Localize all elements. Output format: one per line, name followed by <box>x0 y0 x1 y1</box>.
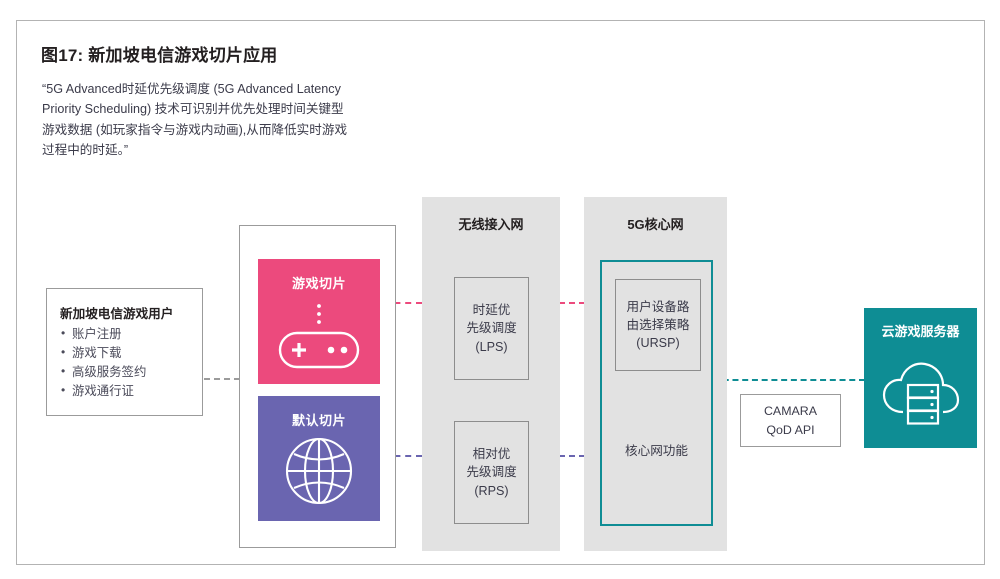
ursp-line-1: 用户设备路 <box>626 299 690 314</box>
user-box-title: 新加坡电信游戏用户 <box>60 307 174 321</box>
rps-box: 相对优 先级调度 (RPS) <box>454 421 529 524</box>
default-slice-label: 默认切片 <box>291 413 346 428</box>
default-slice-card: 默认切片 <box>258 396 380 521</box>
game-slice-card: 游戏切片 <box>258 259 380 384</box>
lps-line-2: 先级调度 <box>466 321 517 336</box>
core-network-column: 5G核心网 用户设备路 由选择策略 (URSP) 核心网功能 <box>584 197 727 551</box>
list-item: 游戏通行证 <box>60 381 189 401</box>
cloud-game-server-title: 云游戏服务器 <box>881 324 960 339</box>
globe-icon <box>284 436 354 511</box>
ursp-line-2: 由选择策略 <box>626 317 690 332</box>
slice-container: 游戏切片 默认切片 <box>239 225 396 548</box>
ran-column-title: 无线接入网 <box>458 217 524 232</box>
ursp-line-3: (URSP) <box>636 336 680 351</box>
gamepad-icon <box>276 301 362 378</box>
camara-qod-api-box: CAMARA QoD API <box>740 394 841 447</box>
ursp-box: 用户设备路 由选择策略 (URSP) <box>615 279 701 371</box>
ran-column: 无线接入网 时延优 先级调度 (LPS) 相对优 先级调度 (RPS) <box>422 197 560 551</box>
list-item: 高级服务签约 <box>60 362 189 382</box>
lps-box: 时延优 先级调度 (LPS) <box>454 277 529 380</box>
lps-line-1: 时延优 <box>472 303 511 318</box>
user-box: 新加坡电信游戏用户 账户注册 游戏下载 高级服务签约 游戏通行证 <box>46 288 203 416</box>
user-box-list: 账户注册 游戏下载 高级服务签约 游戏通行证 <box>60 324 189 401</box>
core-network-function-label: 核心网功能 <box>625 444 688 458</box>
core-network-boundary: 用户设备路 由选择策略 (URSP) 核心网功能 <box>600 260 713 526</box>
connector-rps-to-core <box>559 455 585 457</box>
cloud-game-server-box: 云游戏服务器 <box>864 308 977 448</box>
rps-line-1: 相对优 <box>472 447 511 462</box>
camara-line-2: QoD API <box>766 422 815 437</box>
rps-line-2: 先级调度 <box>466 465 517 480</box>
rps-line-3: (RPS) <box>474 483 509 498</box>
list-item: 账户注册 <box>60 324 189 344</box>
lps-line-3: (LPS) <box>475 339 508 354</box>
connector-lps-to-core <box>559 302 585 304</box>
cloud-server-icon <box>881 356 961 433</box>
figure-title: 图17: 新加坡电信游戏切片应用 <box>41 46 278 65</box>
camara-line-1: CAMARA <box>763 403 817 418</box>
figure-frame: 图17: 新加坡电信游戏切片应用 “5G Advanced时延优先级调度 (5G… <box>16 20 985 565</box>
connector-user-to-slice <box>204 378 240 380</box>
core-network-column-title: 5G核心网 <box>627 217 684 232</box>
game-slice-label: 游戏切片 <box>291 276 346 291</box>
list-item: 游戏下载 <box>60 343 189 363</box>
figure-quote: “5G Advanced时延优先级调度 (5G Advanced Latency… <box>42 82 348 158</box>
connector-core-to-cloud <box>713 379 865 381</box>
